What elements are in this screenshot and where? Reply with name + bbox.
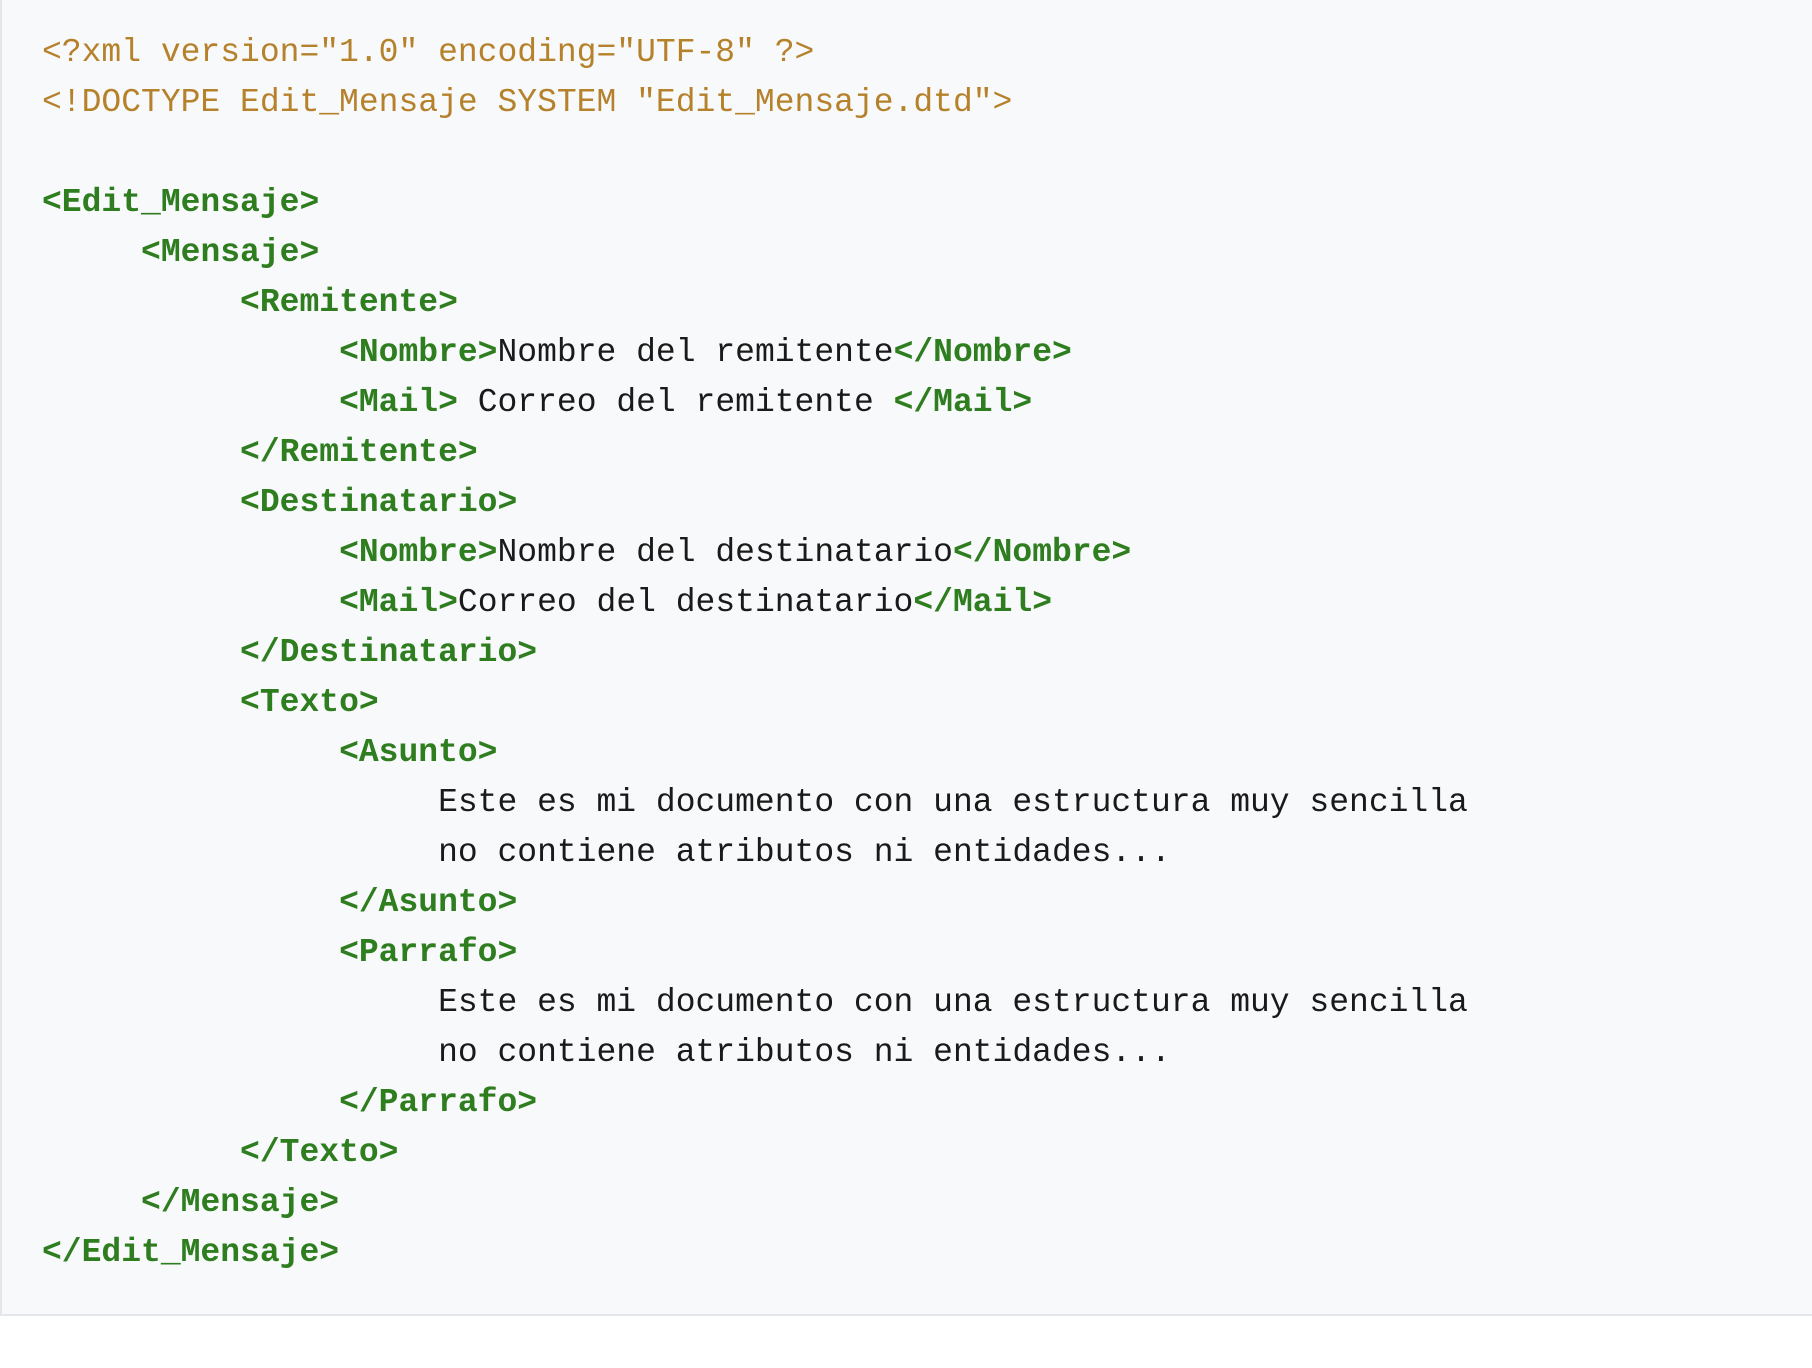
xml-tag: </Mensaje> xyxy=(141,1184,340,1221)
xml-text: no contiene atributos ni entidades... xyxy=(42,834,1171,871)
xml-tag: <Nombre> xyxy=(339,534,498,571)
xml-code-listing: <?xml version="1.0" encoding="UTF-8" ?> <… xyxy=(42,28,1468,1278)
code-line: <Mail>Correo del destinatario</Mail> xyxy=(42,578,1468,628)
xml-text xyxy=(42,634,240,671)
xml-tag: </Remitente> xyxy=(240,434,478,471)
xml-text xyxy=(42,284,240,321)
code-block: <?xml version="1.0" encoding="UTF-8" ?> <… xyxy=(0,0,1812,1316)
code-line: <Nombre>Nombre del destinatario</Nombre> xyxy=(42,528,1468,578)
code-line: </Asunto> xyxy=(42,878,1468,928)
xml-text xyxy=(42,1084,339,1121)
xml-text xyxy=(42,534,339,571)
xml-tag: <Edit_Mensaje> xyxy=(42,184,320,221)
code-line: <Destinatario> xyxy=(42,478,1468,528)
xml-tag: </Nombre> xyxy=(952,534,1132,571)
code-line: </Destinatario> xyxy=(42,628,1468,678)
xml-tag: <Mail> xyxy=(339,384,458,421)
xml-text xyxy=(42,334,339,371)
code-line: </Parrafo> xyxy=(42,1078,1468,1128)
xml-text xyxy=(42,934,339,971)
xml-text xyxy=(42,884,339,921)
code-line: <!DOCTYPE Edit_Mensaje SYSTEM "Edit_Mens… xyxy=(42,78,1468,128)
code-line: Este es mi documento con una estructura … xyxy=(42,778,1468,828)
xml-text xyxy=(42,384,339,421)
code-line: no contiene atributos ni entidades... xyxy=(42,1028,1468,1078)
code-line: <Parrafo> xyxy=(42,928,1468,978)
code-line: <Mensaje> xyxy=(42,228,1468,278)
xml-text: Este es mi documento con una estructura … xyxy=(42,784,1468,821)
xml-tag: <Parrafo> xyxy=(339,934,518,971)
code-line: <Texto> xyxy=(42,678,1468,728)
xml-text: no contiene atributos ni entidades... xyxy=(42,1034,1171,1071)
xml-text: Este es mi documento con una estructura … xyxy=(42,984,1468,1021)
xml-text xyxy=(42,434,240,471)
code-line: </Texto> xyxy=(42,1128,1468,1178)
xml-tag: </Mail> xyxy=(893,384,1033,421)
xml-tag: </Mail> xyxy=(913,584,1052,621)
xml-tag: <Remitente> xyxy=(240,284,458,321)
xml-declaration: <!DOCTYPE Edit_Mensaje SYSTEM "Edit_Mens… xyxy=(42,84,1013,121)
xml-tag: </Asunto> xyxy=(339,884,518,921)
code-line: Este es mi documento con una estructura … xyxy=(42,978,1468,1028)
xml-text xyxy=(42,734,339,771)
xml-tag: <Asunto> xyxy=(339,734,498,771)
code-line: <Nombre>Nombre del remitente</Nombre> xyxy=(42,328,1468,378)
xml-text: Nombre del remitente xyxy=(497,334,894,371)
code-line: </Mensaje> xyxy=(42,1178,1468,1228)
xml-text xyxy=(42,1134,240,1171)
xml-tag: </Texto> xyxy=(240,1134,399,1171)
xml-text xyxy=(42,584,339,621)
code-line: no contiene atributos ni entidades... xyxy=(42,828,1468,878)
xml-tag: <Mensaje> xyxy=(141,234,320,271)
xml-declaration: <?xml version="1.0" encoding="UTF-8" ?> xyxy=(42,34,815,71)
code-line: <Asunto> xyxy=(42,728,1468,778)
code-line: </Edit_Mensaje> xyxy=(42,1228,1468,1278)
xml-tag: </Edit_Mensaje> xyxy=(42,1234,340,1271)
xml-tag: <Mail> xyxy=(339,584,458,621)
xml-text xyxy=(42,684,240,721)
xml-tag: <Nombre> xyxy=(339,334,498,371)
xml-text xyxy=(42,234,141,271)
code-line: <Mail> Correo del remitente </Mail> xyxy=(42,378,1468,428)
code-line xyxy=(42,128,1468,178)
xml-text: Correo del remitente xyxy=(457,384,894,421)
xml-tag: <Destinatario> xyxy=(240,484,518,521)
xml-tag: </Nombre> xyxy=(893,334,1072,371)
xml-text: Nombre del destinatario xyxy=(497,534,953,571)
xml-tag: </Parrafo> xyxy=(339,1084,538,1121)
xml-tag: <Texto> xyxy=(240,684,379,721)
xml-text xyxy=(42,484,240,521)
xml-text xyxy=(42,1184,141,1221)
code-line: </Remitente> xyxy=(42,428,1468,478)
xml-text: Correo del destinatario xyxy=(457,584,914,621)
code-line: <Edit_Mensaje> xyxy=(42,178,1468,228)
xml-tag: </Destinatario> xyxy=(240,634,538,671)
code-line: <?xml version="1.0" encoding="UTF-8" ?> xyxy=(42,28,1468,78)
code-line: <Remitente> xyxy=(42,278,1468,328)
